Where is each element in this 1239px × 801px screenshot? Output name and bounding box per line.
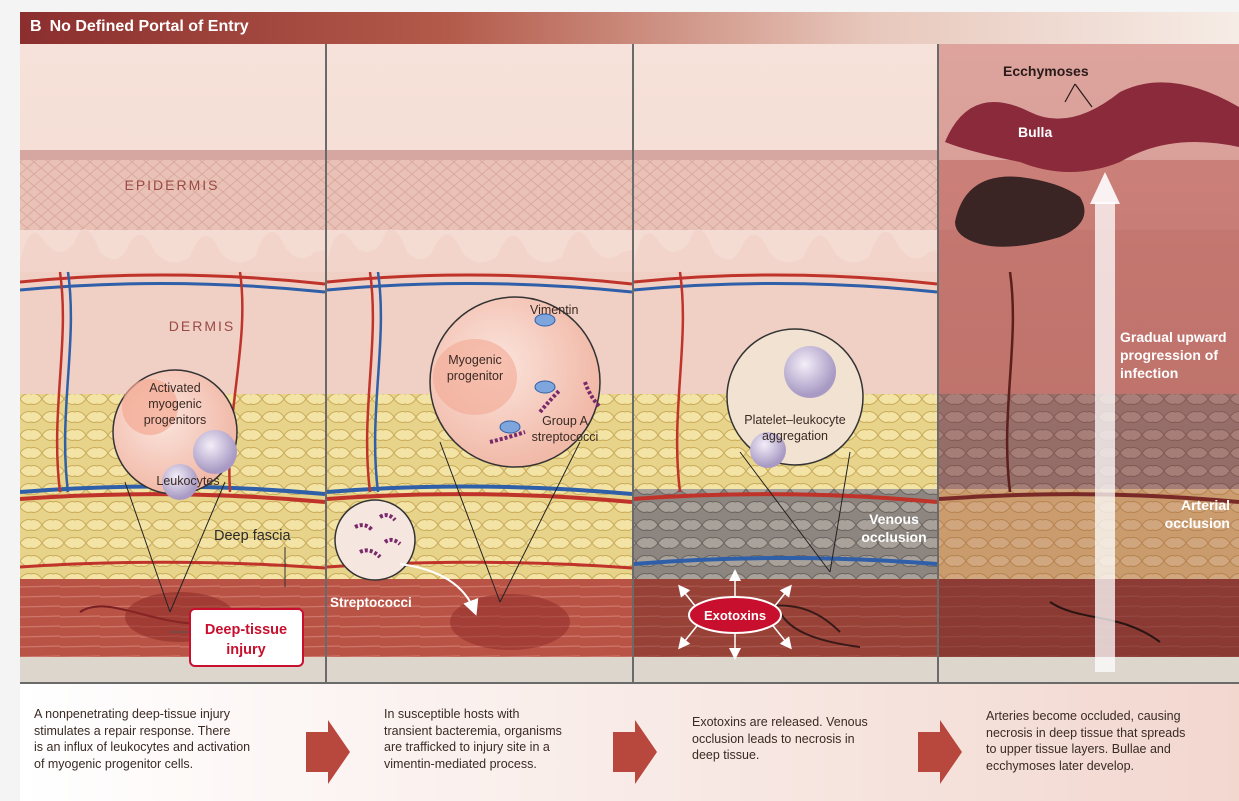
label-venous: Venous [869,511,919,527]
panel-4-tissue [939,44,1239,682]
label-arterial: Arterial [1181,497,1230,513]
label-group-a: Group A [542,414,589,428]
caption-2: In susceptible hosts with transient bact… [384,706,624,772]
label-ecchymoses: Ecchymoses [1003,63,1089,79]
caption-4-line: ecchymoses later develop. [986,758,1239,775]
caption-4-line: to upper tissue layers. Bullae and [986,741,1239,758]
label-gradual-2: progression of [1120,347,1218,363]
caption-2-line: vimentin-mediated process. [384,756,624,773]
caption-2-line: transient bacteremia, organisms [384,723,624,740]
label-deep-fascia: Deep fascia [214,528,292,544]
label-streptococci: Streptococci [330,595,412,610]
caption-2-line: are trafficked to injury site in a [384,739,624,756]
label-streptococci-inset: streptococci [532,430,599,444]
label-exotoxins: Exotoxins [704,608,766,623]
panel-1-tissue [20,44,325,682]
injury-label-line2: injury [226,642,265,658]
caption-2-line: In susceptible hosts with [384,706,624,723]
caption-1-line: A nonpenetrating deep-tissue injury [34,706,319,723]
injury-label-line1: Deep-tissue [205,622,287,638]
label-arterial-occlusion: occlusion [1165,515,1230,531]
label-myogenic: Myogenic [448,353,502,367]
caption-1-line: stimulates a repair response. There [34,723,319,740]
caption-1-line: of myogenic progenitor cells. [34,756,319,773]
inset-label-progenitors: progenitors [144,413,207,427]
caption-3-line: occlusion leads to necrosis in [692,731,932,748]
caption-3-line: deep tissue. [692,747,932,764]
caption-4-line: Arteries become occluded, causing [986,708,1239,725]
label-vimentin: Vimentin [530,303,578,317]
tissue-diagram: Activated myogenic progenitors Leukocyte… [20,12,1239,801]
caption-3-line: Exotoxins are released. Venous [692,714,932,731]
inset-label-myogenic: myogenic [148,397,202,411]
label-epidermis: EPIDERMIS [124,177,219,193]
inset-label-leukocytes: Leukocytes [156,474,219,488]
label-gradual-1: Gradual upward [1120,329,1227,345]
label-platelet: Platelet–leukocyte [744,413,846,427]
deep-tissue-injury-label: Deep-tissue injury [170,609,303,666]
caption-4: Arteries become occluded, causing necros… [986,708,1239,774]
caption-3: Exotoxins are released. Venous occlusion… [692,714,932,764]
label-progenitor: progenitor [447,369,503,383]
caption-4-line: necrosis in deep tissue that spreads [986,725,1239,742]
label-dermis: DERMIS [169,318,235,334]
label-occlusion: occlusion [861,529,926,545]
caption-1-line: is an influx of leukocytes and activatio… [34,739,319,756]
label-gradual-3: infection [1120,365,1178,381]
label-bulla: Bulla [1018,124,1052,140]
label-aggregation: aggregation [762,429,828,443]
inset-label-activated: Activated [149,381,200,395]
caption-1: A nonpenetrating deep-tissue injury stim… [34,706,319,772]
